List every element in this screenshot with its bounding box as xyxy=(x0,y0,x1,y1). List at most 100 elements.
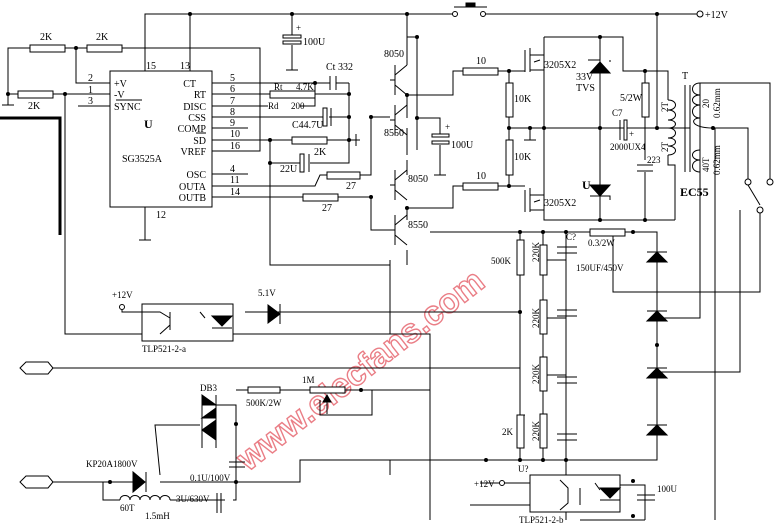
components-r_in2-label: 2K xyxy=(96,32,109,43)
mosfets: 3205X2 3205X2 xyxy=(524,48,576,212)
ic-right_pins-5-name-label: SD xyxy=(193,136,206,147)
components-db3-label: DB3 xyxy=(200,383,218,393)
push-switch[interactable] xyxy=(452,2,488,17)
selector-switch[interactable] xyxy=(744,178,774,214)
components-u_q-label: U? xyxy=(518,464,529,474)
ic-right_pins-2-num-label: 7 xyxy=(230,96,235,107)
ic-right_pins-4-name-label: COMP xyxy=(178,124,207,135)
ic-left_pins-1-name-label: -V xyxy=(114,90,125,101)
components-c_630-label: 3U/630V xyxy=(176,494,210,504)
components-r_500k2w-label: 500K/2W xyxy=(246,398,282,408)
components-r_500k-label: 500K xyxy=(491,256,512,266)
components-r_snub-label: 5/2W xyxy=(620,93,643,104)
capacitor-vcc: + 100U xyxy=(282,23,326,48)
components-pot-label: 1M xyxy=(302,375,315,385)
ic-left_pins-2-num-label: 3 xyxy=(88,96,93,107)
components-rg1-label: 10 xyxy=(476,56,486,67)
ic-right_pins-2-name-label: DISC xyxy=(183,102,206,113)
ic-right_pins-0-name-label: CT xyxy=(183,79,196,90)
components-tvs-label: TVS xyxy=(576,83,595,94)
components-r_shunt-label: 0.3/2W xyxy=(588,238,615,248)
components-l_turns-label: 60T xyxy=(120,503,135,513)
components-c4-label: C44.7U xyxy=(292,120,324,131)
components-sec2_turns-label: 40T xyxy=(701,157,711,172)
components-ct-label: Ct 332 xyxy=(326,62,353,73)
components-rt_ref-label: Rt xyxy=(274,82,283,92)
components-c_sd-label: 22U xyxy=(280,164,298,175)
trigger-circuit: DB3 KP20A1800V 500K/2W 1M 0.1U/100V 60T 1… xyxy=(86,375,346,521)
ic-left_pins-0-name-label: +V xyxy=(114,79,128,90)
ic-right_pins-6-name-label: VREF xyxy=(180,147,206,158)
transformer: T EC55 2T 2T 20 0.62mm 40T 0.62mm xyxy=(660,71,722,199)
components-q1-label: 8050 xyxy=(384,49,404,60)
components-c_223-label: 223 xyxy=(647,155,661,165)
input-resistors: 2K 2K 2K xyxy=(17,32,123,112)
components-c_q-label: C? xyxy=(566,232,576,242)
optocoupler-b: +12V TLP521-2-b 100U xyxy=(474,474,678,525)
components-c_drv-label: 100U xyxy=(451,140,474,151)
supply-terminal: +12V xyxy=(696,10,729,21)
ic-top_pins-0-label: 15 xyxy=(146,61,156,72)
output-terminal-1[interactable] xyxy=(19,361,54,375)
ic-right_pins-9-name-label: OUTB xyxy=(179,193,207,204)
ic-right_pins-7-name-label: OSC xyxy=(187,170,207,181)
components-sec1_wire-label: 0.62mm xyxy=(712,88,722,118)
components-c_trig-label: 0.1U/100V xyxy=(190,473,231,483)
ic-right_pins-5-num-label: 10 xyxy=(230,129,240,140)
components-t_ref-label: T xyxy=(682,71,688,82)
hv-divider: 500K 220K 220K 220K 220K 2K U? C? 150UF/… xyxy=(491,228,626,474)
components-q4-label: 8550 xyxy=(408,220,428,231)
gate-drive: 10 10 10K 10K xyxy=(462,56,532,191)
components-r_in3-label: 2K xyxy=(28,101,41,112)
ic-right_pins-3-name-label: CSS xyxy=(188,113,206,124)
components-c_plus-label: + xyxy=(629,129,634,139)
components-l_val-label: 1.5mH xyxy=(145,511,170,521)
output-terminal-2[interactable] xyxy=(19,475,54,489)
ic-bottom_pin-label: 12 xyxy=(156,210,166,221)
components-r_2k-label: 2K xyxy=(502,427,514,437)
components-c_plus-label: + xyxy=(445,122,450,132)
components-q2-label: 8550 xyxy=(384,128,404,139)
snubber: 5/2W C7 + 2000UX4 223 xyxy=(610,82,661,172)
components-r_in1-label: 2K xyxy=(40,32,53,43)
components-rd_val-label: 200 xyxy=(291,101,305,111)
components-rgs1-label: 10K xyxy=(514,94,532,105)
components-r_220k_4-label: 220K xyxy=(531,421,541,442)
components-rd_ref-label: Rd xyxy=(268,101,279,111)
ic-left_pins-0-num-label: 2 xyxy=(88,73,93,84)
ic-ref-label: U xyxy=(144,117,153,131)
supply-label-label: +12V xyxy=(474,479,495,489)
components-opto_b-label: TLP521-2-b xyxy=(519,515,564,525)
ic-right_pins-7-num-label: 4 xyxy=(230,164,235,175)
components-t_core-label: EC55 xyxy=(680,185,709,199)
components-r_outb-label: 27 xyxy=(322,203,332,214)
components-mos1-label: 3205X2 xyxy=(544,60,576,71)
components-c_opto-label: 100U xyxy=(657,484,678,494)
components-c7_ref-label: C7 xyxy=(612,108,623,118)
ic-right_pins-9-num-label: 14 xyxy=(230,187,240,198)
supply-label-label: +12V xyxy=(112,290,133,300)
components-c_plus-label: + xyxy=(296,23,301,33)
components-scr-label: KP20A1800V xyxy=(86,459,138,469)
components-sec1_turns-label: 20 xyxy=(701,99,711,109)
optocoupler-a: +12V TLP521-2-a 5.1V xyxy=(112,288,281,354)
components-rgs2-label: 10K xyxy=(514,152,532,163)
components-r_sd-label: 2K xyxy=(314,147,327,158)
ic-right_pins-3-num-label: 8 xyxy=(230,107,235,118)
components-c7_val-label: 2000UX4 xyxy=(610,142,646,152)
ic-top_pins-1-label: 13 xyxy=(180,61,190,72)
components-c_vcc-label: 100U xyxy=(303,37,326,48)
components-r_220k_2-label: 220K xyxy=(531,308,541,329)
ic-right_pins-1-num-label: 6 xyxy=(230,84,235,95)
ic-right_pins-1-name-label: RT xyxy=(194,90,206,101)
components-sec2_wire-label: 0.62mm xyxy=(712,145,722,175)
ic-right_pins-6-num-label: 16 xyxy=(230,141,240,152)
ic-left_pins-1-num-label: 1 xyxy=(88,85,93,96)
components-tvs_v-label: 33V xyxy=(576,72,594,83)
ic-right_pins-8-name-label: OUTA xyxy=(179,182,207,193)
bridge-rectifier xyxy=(645,251,669,436)
